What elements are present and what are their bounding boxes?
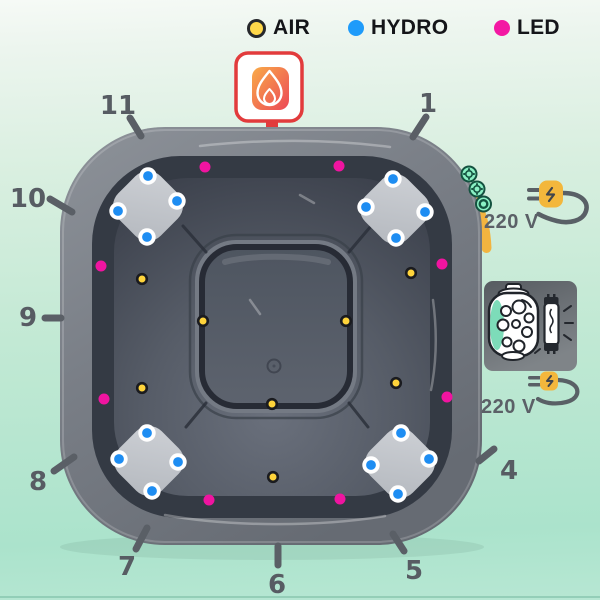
plug-prong <box>527 196 541 201</box>
position-number: 8 <box>29 467 47 497</box>
legend-item-led: LED <box>494 16 560 40</box>
seats-layer <box>113 171 435 498</box>
position-number: 7 <box>118 552 136 582</box>
legend-dot <box>494 20 510 36</box>
led-jet <box>334 493 346 505</box>
air-jet <box>135 272 149 286</box>
floor-line <box>0 596 600 598</box>
floor-creases <box>181 224 373 429</box>
led-jet <box>203 494 215 506</box>
uv-lamp-icon <box>534 294 574 354</box>
legend-dot <box>348 20 364 36</box>
position-number: 4 <box>500 456 518 486</box>
air-jet <box>404 266 418 280</box>
position-tick <box>409 113 430 141</box>
ticks-layer <box>41 113 498 569</box>
led-jet <box>98 393 110 405</box>
legend-label: AIR <box>273 16 311 39</box>
plug-prong <box>528 376 541 380</box>
hydro-jet <box>139 167 157 185</box>
position-number: 1 <box>419 89 437 119</box>
position-tick <box>126 114 145 140</box>
position-tick <box>389 530 408 555</box>
position-number: 9 <box>19 303 37 333</box>
voltage-label-top: 220 V <box>484 211 539 233</box>
legend-item-hydro: HYDRO <box>348 16 448 40</box>
flame-icon <box>256 69 283 107</box>
position-number: 11 <box>100 91 136 121</box>
hydro-jet <box>387 229 405 247</box>
jet-control-buttons <box>460 165 492 213</box>
position-number: 6 <box>268 570 286 600</box>
equipment-panel <box>484 281 577 371</box>
seat-pad <box>113 171 183 241</box>
hydro-jet <box>416 203 434 221</box>
hydro-jet <box>143 482 161 500</box>
power-cable <box>535 377 580 406</box>
air-jet <box>266 470 280 484</box>
hydro-jet <box>362 456 380 474</box>
position-tick <box>132 524 151 553</box>
legend-label: LED <box>517 16 560 39</box>
legend-item-air: AIR <box>247 16 310 40</box>
bolt-icon <box>546 375 554 387</box>
air-jet <box>339 314 353 328</box>
uv-rays <box>534 305 574 354</box>
hydro-jet <box>138 228 156 246</box>
hydro-jet <box>389 485 407 503</box>
jet-ring-icon <box>475 195 492 213</box>
position-tick <box>50 453 78 475</box>
rim-highlight <box>62 129 480 543</box>
filter-canister-icon <box>487 283 540 361</box>
seat-pad <box>365 428 435 498</box>
hydro-jet <box>392 424 410 442</box>
seat-pad <box>360 174 430 244</box>
led-jet <box>436 258 448 270</box>
seat-pad <box>114 426 184 496</box>
led-jet <box>441 391 453 403</box>
jet-nozzle-icon <box>468 180 486 198</box>
power-cable <box>536 190 589 225</box>
drain <box>266 358 282 374</box>
hydro-jet <box>357 198 375 216</box>
air-jet <box>135 381 149 395</box>
heater-badge <box>234 51 304 141</box>
air-jet <box>196 314 210 328</box>
led-jet <box>95 260 107 272</box>
hydro-jet <box>420 450 438 468</box>
footwell <box>188 233 364 420</box>
hydro-jet <box>168 192 186 210</box>
jet-nozzle-icon <box>460 165 478 183</box>
glare-highlights <box>163 139 438 526</box>
footwell-basin <box>199 244 353 409</box>
legend-label: HYDRO <box>371 16 449 39</box>
hydro-jet <box>384 170 402 188</box>
hydro-jet <box>169 453 187 471</box>
position-tick <box>475 445 498 465</box>
jets-layer <box>95 160 453 506</box>
hydro-jet <box>110 450 128 468</box>
legend-dot <box>247 18 266 38</box>
led-jet <box>199 161 211 173</box>
plug-prong <box>528 383 541 387</box>
position-number: 10 <box>10 184 46 214</box>
power-plug-bottom <box>528 371 580 406</box>
position-number: 5 <box>405 556 423 586</box>
air-jet <box>389 376 403 390</box>
drain-dot <box>272 364 276 368</box>
plug-prong <box>527 188 541 192</box>
led-jet <box>333 160 345 172</box>
footwell-sheen <box>222 253 331 265</box>
bolt-icon <box>545 186 556 203</box>
footwell-crease <box>188 233 364 420</box>
hydro-jet <box>138 424 156 442</box>
position-tick <box>46 195 76 216</box>
air-jet <box>265 397 279 411</box>
hydro-jet <box>109 202 127 220</box>
power-plug-top <box>527 180 589 225</box>
voltage-label-bottom: 220 V <box>481 396 536 418</box>
